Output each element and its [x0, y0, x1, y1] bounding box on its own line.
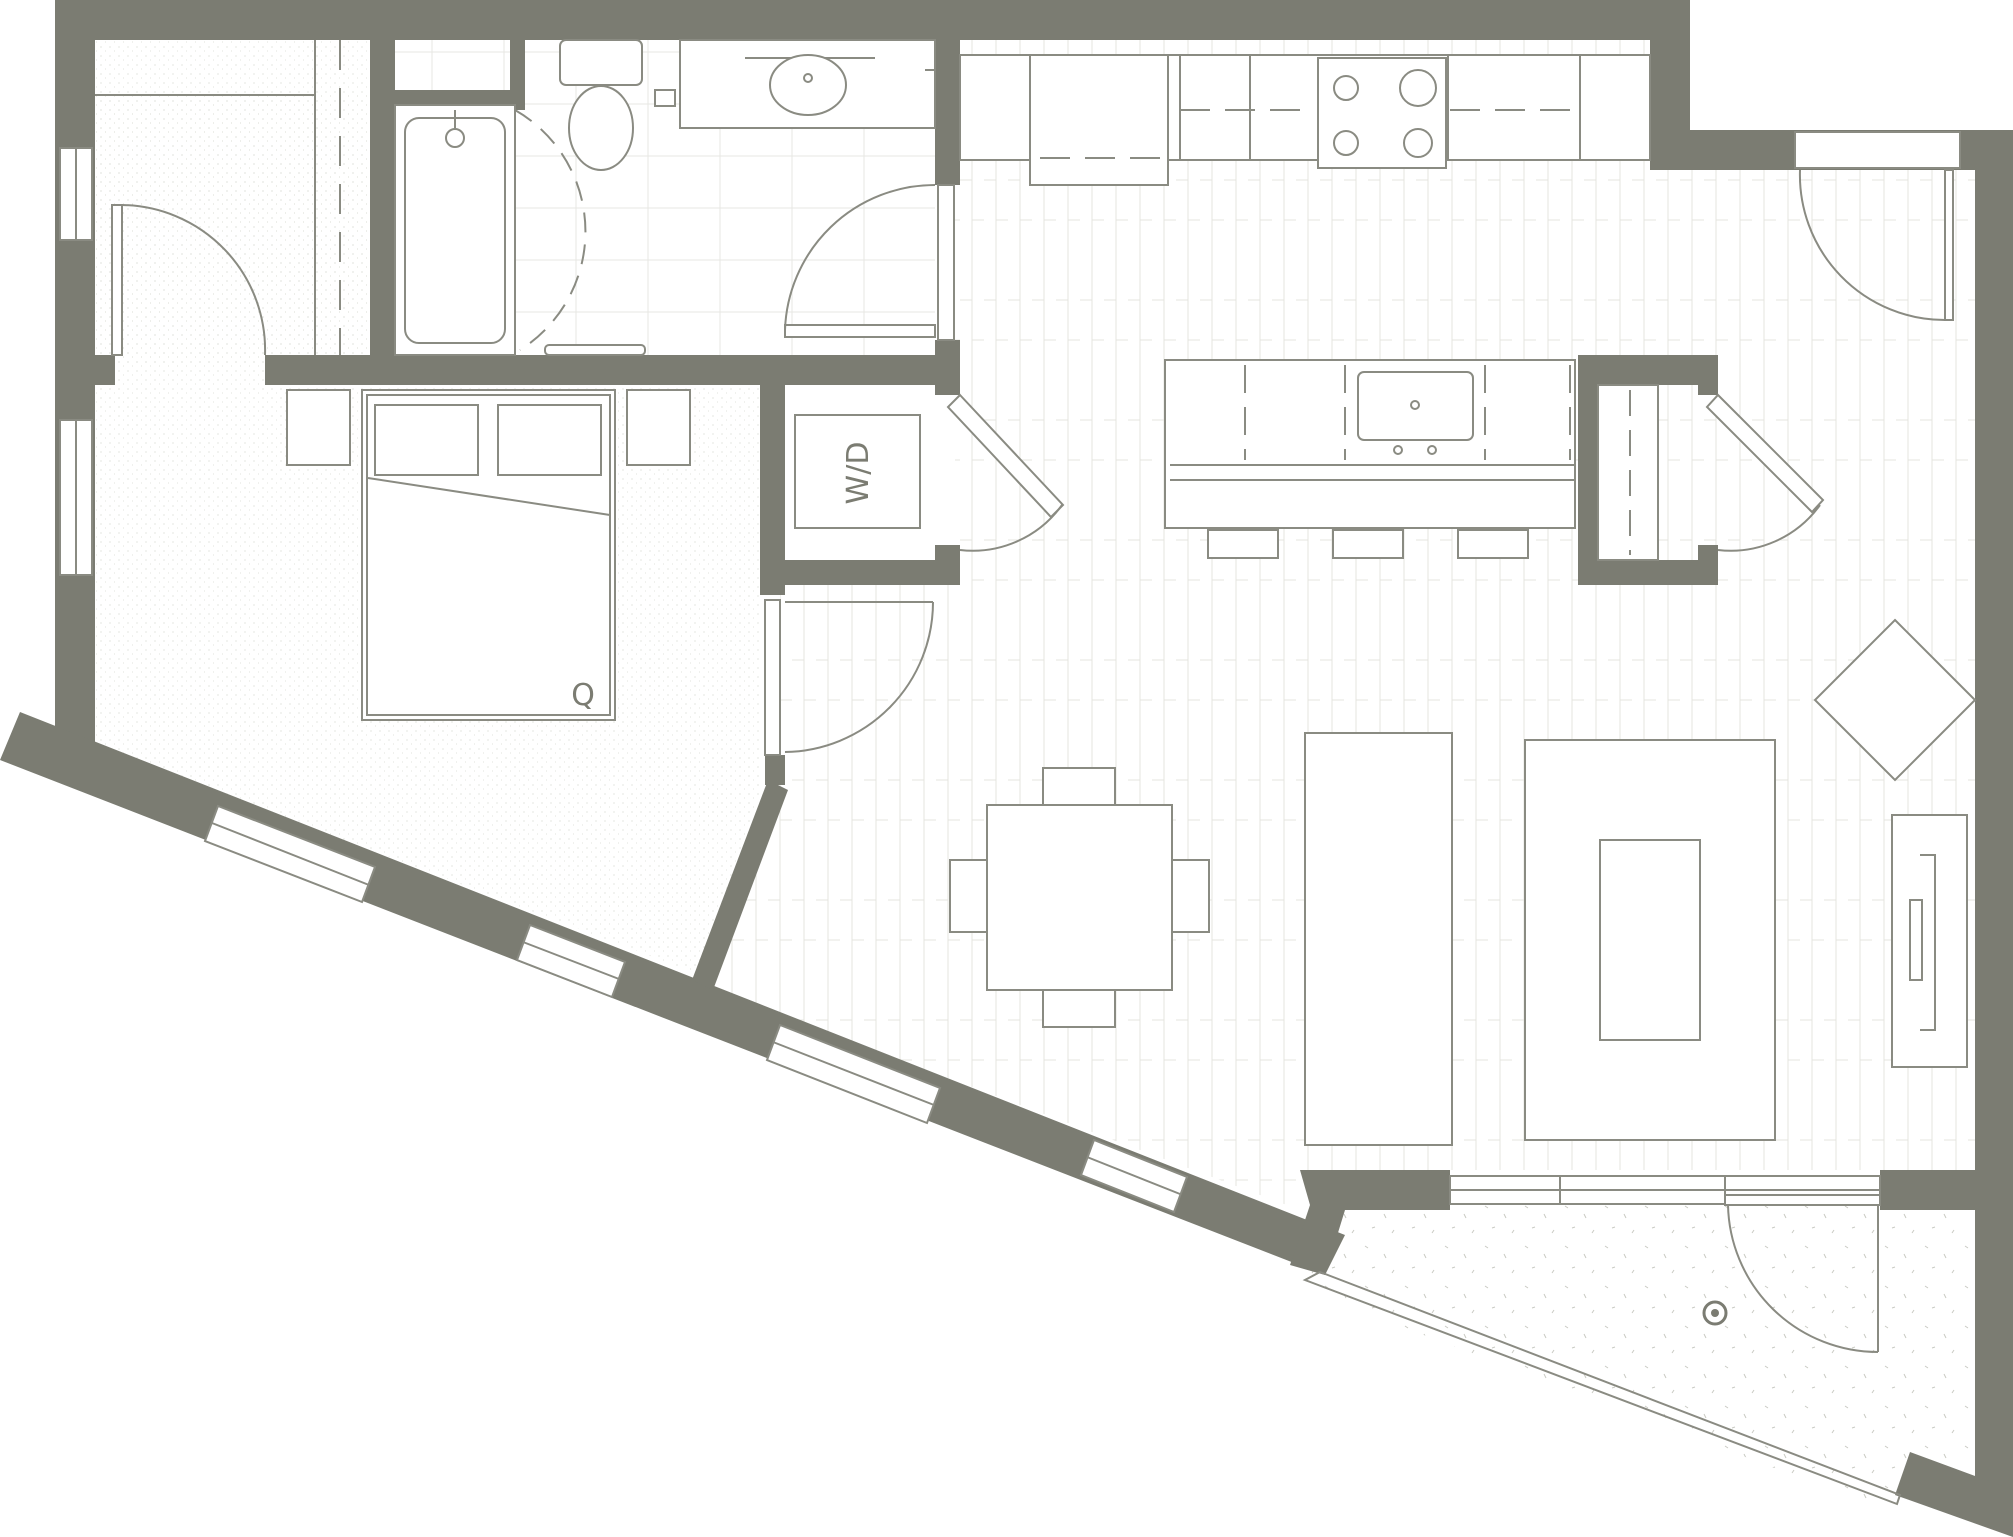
burner-icon — [1399, 69, 1437, 107]
toilet-tank — [559, 39, 643, 86]
bedroom — [286, 389, 691, 721]
laundry — [764, 393, 1065, 756]
burner-icon — [1333, 75, 1359, 101]
dining-chair — [1042, 767, 1116, 806]
bed-size-label: Q — [571, 678, 595, 713]
bar-stool — [1207, 529, 1279, 559]
living — [1304, 618, 1977, 1146]
dining-chair — [1171, 859, 1210, 933]
balcony — [1724, 1194, 1881, 1353]
dining — [949, 767, 1210, 1028]
windows — [59, 147, 1881, 1214]
coffee-table — [1599, 839, 1701, 1041]
refrigerator — [1029, 54, 1169, 186]
entry-door — [1794, 131, 1961, 321]
bar-stool — [1457, 529, 1529, 559]
dining-chair — [1042, 989, 1116, 1028]
toilet-bowl — [568, 85, 634, 171]
tub-faucet-icon — [445, 128, 465, 148]
burner-icon — [1333, 130, 1359, 156]
sofa — [1304, 732, 1453, 1146]
closet-floor — [95, 40, 370, 365]
pillow-right — [497, 404, 602, 476]
closet — [95, 40, 341, 356]
kitchen — [959, 54, 1825, 561]
pantry-shelf — [1597, 384, 1659, 561]
dining-chair — [949, 859, 988, 933]
burner-icon — [1403, 128, 1433, 158]
drain-icon-center — [1711, 1309, 1719, 1317]
balcony-railing — [1302, 1270, 1902, 1506]
dining-table — [986, 804, 1173, 991]
nightstand-right — [626, 389, 691, 466]
washer-dryer-label: W/D — [841, 442, 876, 505]
television — [1909, 899, 1923, 981]
bar-stool — [1332, 529, 1404, 559]
balcony-floor — [1305, 1180, 1970, 1510]
pillow-left — [374, 404, 479, 476]
washer-dryer — [794, 414, 921, 529]
bathroom — [394, 39, 955, 356]
side-table — [1813, 618, 1977, 782]
nightstand-left — [286, 389, 351, 466]
tv-console — [1891, 814, 1968, 1068]
bath-sink — [769, 54, 847, 116]
